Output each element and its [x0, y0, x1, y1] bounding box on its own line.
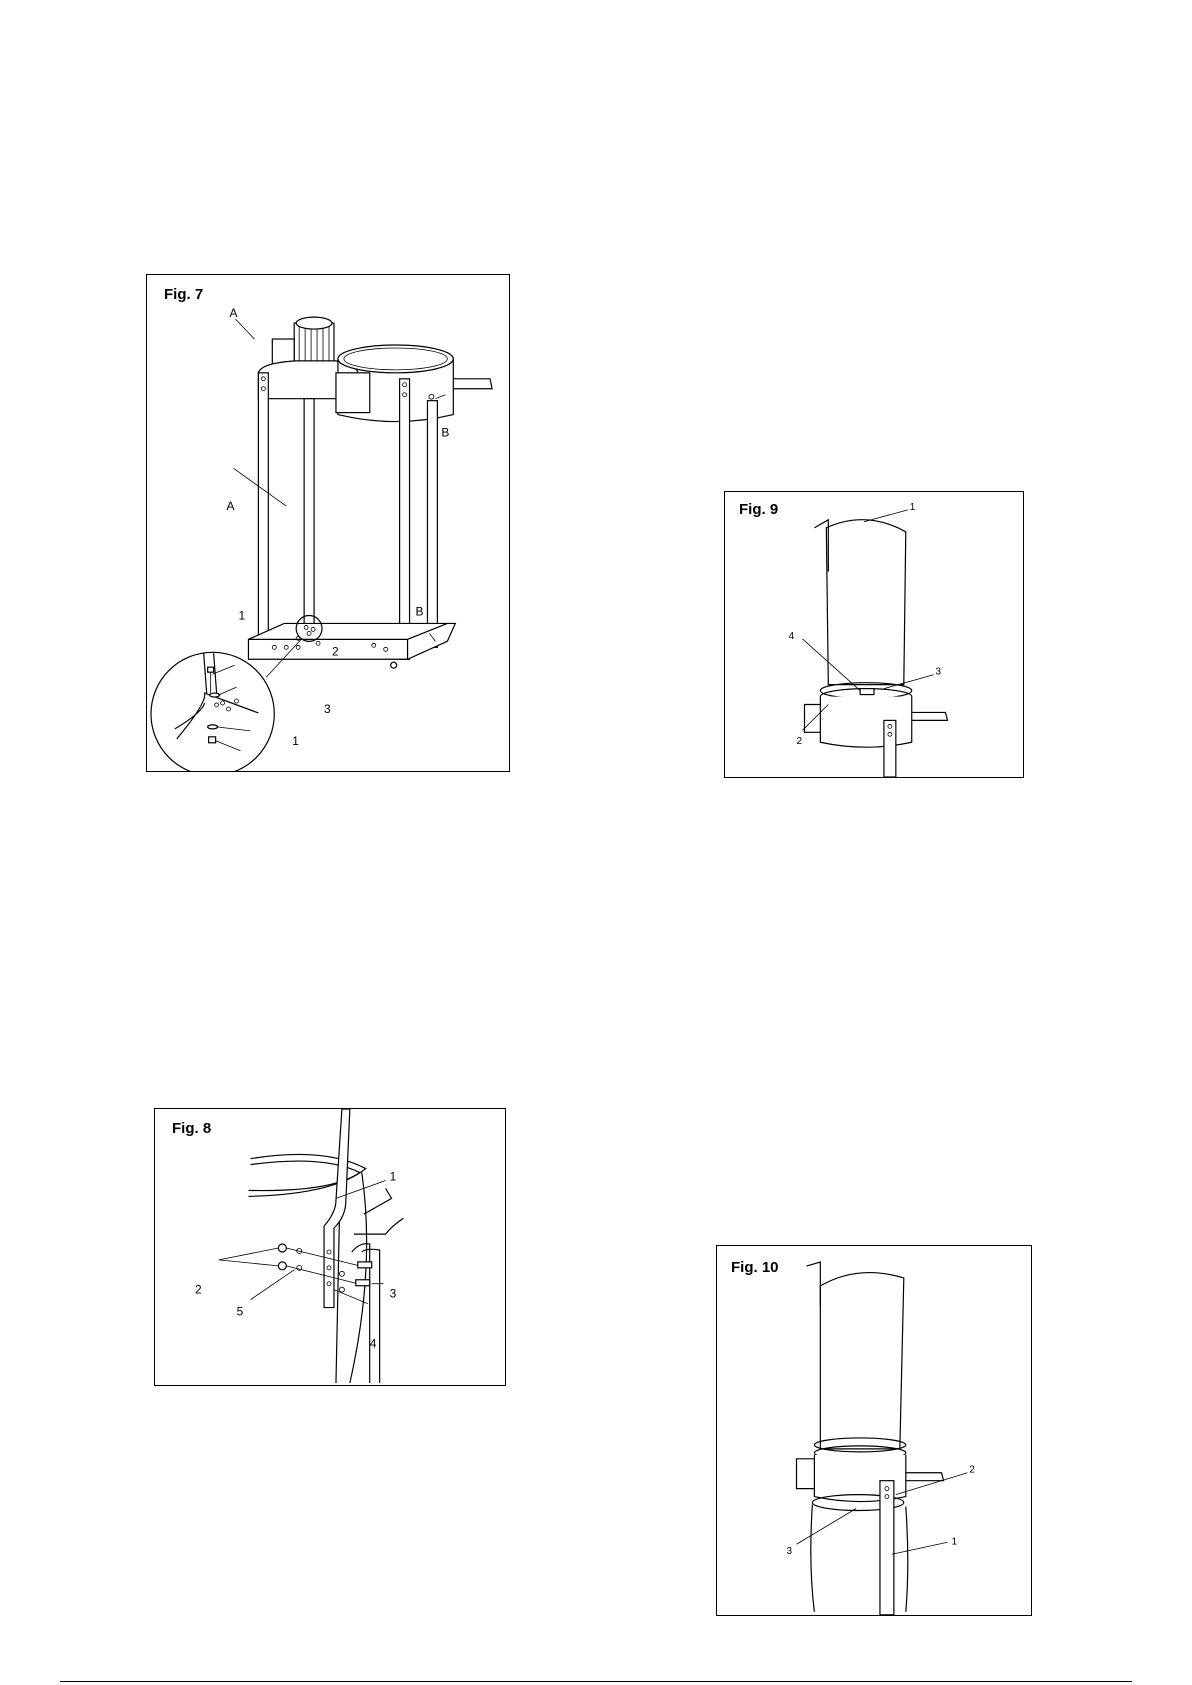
label-3: 3	[787, 1546, 793, 1557]
label-2: 2	[969, 1465, 975, 1476]
figure-10-labels: 2 3 1	[717, 1246, 1031, 1615]
label-3: 3	[390, 1287, 397, 1301]
label-2-washer: 2	[332, 644, 339, 658]
label-2: 2	[797, 736, 803, 747]
figure-10: Fig. 10 2 3 1	[716, 1245, 1032, 1616]
label-1: 1	[390, 1169, 397, 1183]
label-1: 1	[952, 1536, 958, 1547]
label-1-bolt: 1	[238, 608, 245, 622]
label-b-top: B	[441, 425, 449, 439]
figure-7: Fig. 7	[146, 274, 510, 772]
label-3: 3	[936, 667, 942, 678]
label-5: 5	[237, 1305, 244, 1319]
label-1-nut: 1	[292, 734, 299, 748]
figure-9-labels: 1 4 3 2	[725, 492, 1023, 777]
label-b-bottom: B	[416, 604, 424, 618]
label-1: 1	[910, 502, 916, 513]
figure-8-labels: 1 2 3 4 5	[155, 1109, 505, 1385]
label-a-top: A	[230, 306, 238, 320]
figure-9: Fig. 9 1 4 3 2	[724, 491, 1024, 778]
label-2: 2	[195, 1283, 202, 1297]
label-4: 4	[370, 1336, 377, 1350]
page-bottom-rule	[60, 1681, 1132, 1682]
label-a-mid: A	[227, 499, 235, 513]
figure-8: Fig. 8 1 2 3 4 5	[154, 1108, 506, 1386]
figure-7-labels: A B A B 1 2 3 1	[147, 275, 509, 771]
label-3-washer: 3	[324, 702, 331, 716]
label-4: 4	[789, 631, 795, 642]
